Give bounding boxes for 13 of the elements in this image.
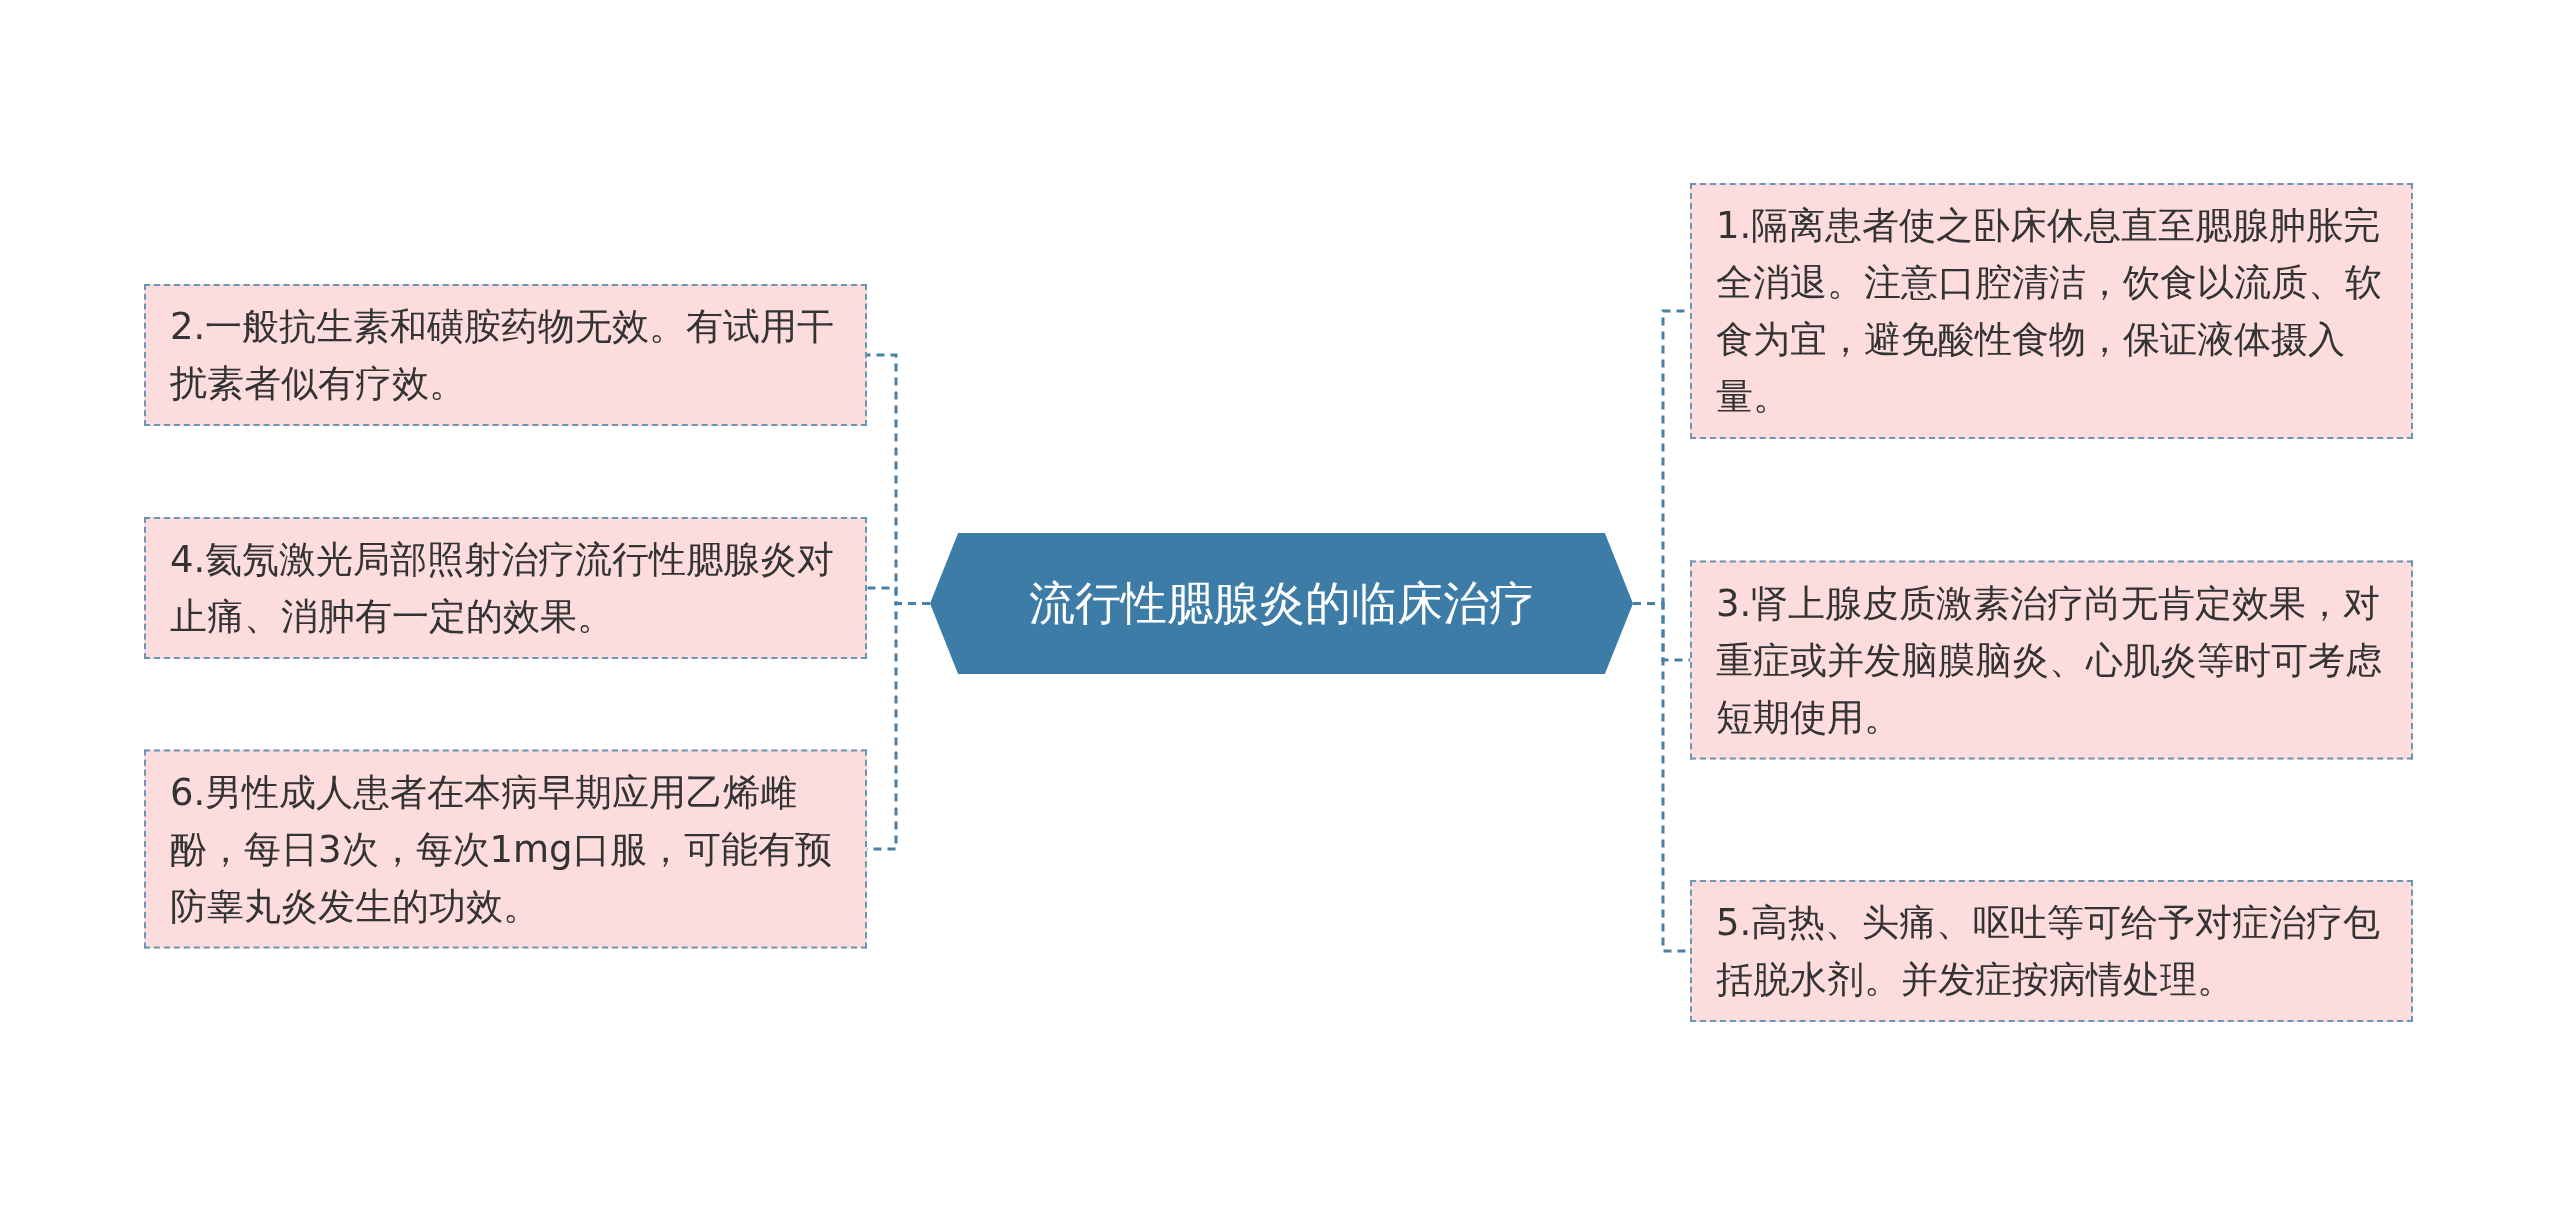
note-box bbox=[144, 749, 867, 949]
topic-text: 流行性腮腺炎的临床治疗 bbox=[1028, 575, 1535, 632]
note-box bbox=[1690, 560, 2413, 760]
note-text: 5.高热、头痛、呕吐等可给予对症治疗包括脱水剂。并发症按病情处理。 bbox=[1716, 900, 2382, 1003]
note-box bbox=[1690, 880, 2413, 1022]
note-text: 4.氦氖激光局部照射治疗流行性腮腺炎对止痛、消肿有一定的效果。 bbox=[170, 537, 836, 640]
note-box bbox=[144, 517, 867, 659]
note-text: 3.肾上腺皮质激素治疗尚无肯定效果，对重症或并发脑膜脑炎、心肌炎等时可考虑短期使用。 bbox=[1716, 580, 2383, 741]
note-text: 2.一般抗生素和磺胺药物无效。有试用干扰素者似有疗效。 bbox=[170, 304, 836, 407]
note-text: 6.男性成人患者在本病早期应用乙烯雌酚，每日3次，每次1mg口服，可能有预防睾丸炎发生的功效。 bbox=[170, 769, 833, 930]
note-text: 1.隔离患者使之卧床休息直至腮腺肿胀完全消退。注意口腔清洁，饮食以流质、软食为宜，避免酸性食物，保证液体摄入量。 bbox=[1716, 203, 2383, 420]
note-box bbox=[1690, 183, 2413, 439]
note-box bbox=[144, 284, 867, 426]
